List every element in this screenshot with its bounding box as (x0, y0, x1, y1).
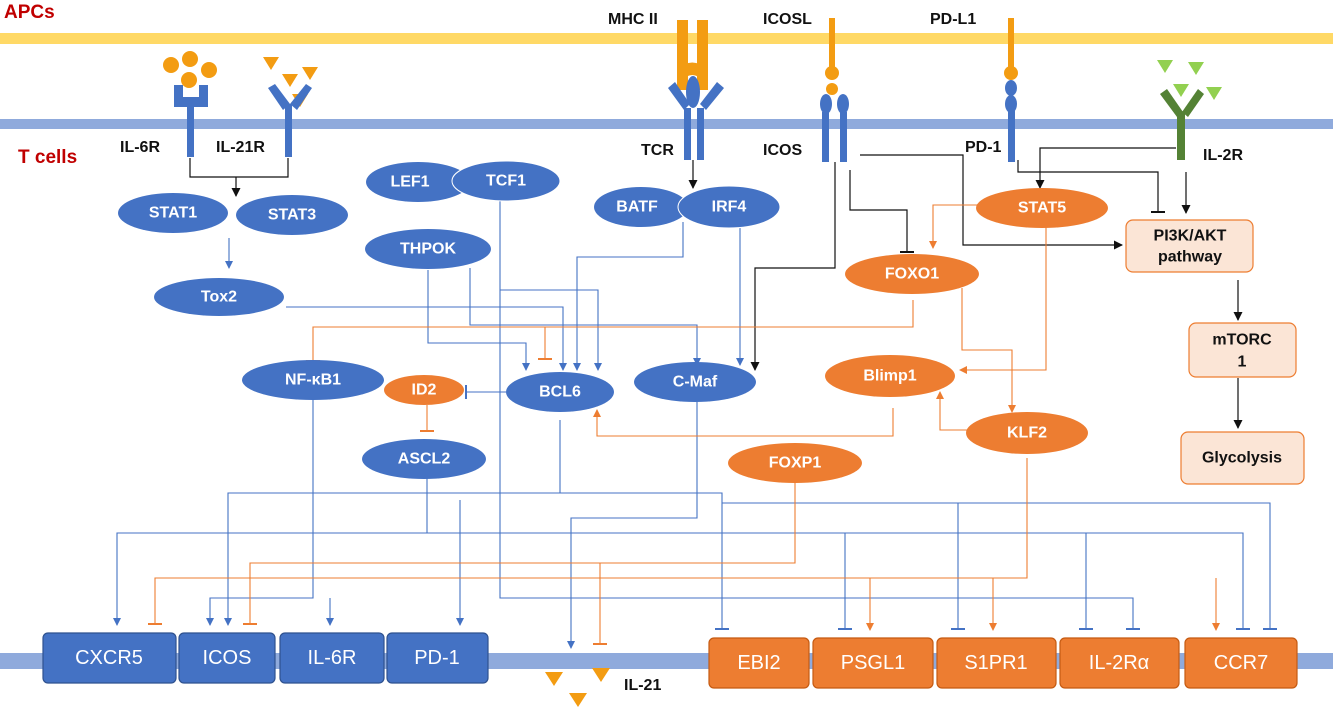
batf-node (594, 187, 688, 227)
tcr-label: TCR (641, 142, 674, 159)
klf2-label: KLF2 (1007, 425, 1047, 442)
tcr-icon (668, 76, 724, 160)
target-pd1 (386, 632, 489, 684)
foxp1-node (728, 443, 862, 483)
pi3k-akt-box (1125, 219, 1254, 273)
target-ccr7-label: CCR7 (1214, 652, 1268, 674)
target-il2ra (1059, 637, 1180, 689)
tcells-label: T cells (18, 147, 77, 168)
stat5-label: STAT5 (1018, 200, 1066, 217)
bcl6-label: BCL6 (539, 384, 581, 401)
thpok-label: THPOK (400, 241, 456, 258)
icos-receptor-icon (820, 94, 849, 162)
tcf1-node (451, 160, 561, 202)
pi3k-line2: pathway (1158, 249, 1222, 266)
glycolysis-label: Glycolysis (1202, 450, 1282, 467)
bcl6-node (506, 372, 614, 412)
cmaf-label: C-Maf (673, 374, 718, 391)
target-cxcr5-label: CXCR5 (75, 647, 143, 669)
il2-ligand-icon (1157, 60, 1222, 100)
thpok-node (365, 229, 491, 269)
cmaf-node (634, 362, 756, 402)
blue-connectors (113, 200, 1277, 649)
tcf1-label: TCF1 (486, 173, 526, 190)
apc-membrane (0, 33, 1333, 44)
stat1-node (118, 193, 228, 233)
il21r-receptor-icon (268, 84, 312, 157)
irf4-label: IRF4 (712, 199, 747, 216)
id2-label: ID2 (412, 382, 437, 399)
irf4-node (677, 185, 781, 229)
klf2-node (966, 412, 1088, 454)
stat5-node (976, 188, 1108, 228)
stat3-label: STAT3 (268, 207, 316, 224)
batf-label: BATF (616, 199, 658, 216)
pi3k-line1: PI3K/AKT (1154, 228, 1227, 245)
orange-connectors (148, 204, 1220, 645)
il6r-receptor-icon (174, 85, 208, 157)
mhc2-label: MHC II (608, 11, 658, 28)
target-psgl1-label: PSGL1 (841, 652, 905, 674)
target-icos (178, 632, 276, 684)
mhc2-icon (677, 20, 708, 90)
il6-ligand-icon (163, 51, 217, 88)
foxo1-node (845, 254, 979, 294)
target-ebi2 (708, 637, 810, 689)
icos-label: ICOS (763, 142, 802, 159)
icosl-label: ICOSL (763, 11, 812, 28)
mtorc1-box (1188, 322, 1297, 378)
pd1-receptor-icon (1005, 80, 1017, 162)
apcs-label: APCs (4, 2, 55, 23)
black-connectors (189, 147, 1243, 429)
pd1-label: PD-1 (965, 139, 1002, 156)
ascl2-node (362, 439, 486, 479)
target-il2ra-label: IL-2Rα (1089, 652, 1149, 674)
il21-ligand-icon (263, 57, 318, 107)
foxp1-label: FOXP1 (769, 455, 822, 472)
lef1-label: LEF1 (390, 174, 429, 191)
pdl1-icon (1004, 18, 1018, 80)
nfkb1-label: NF-κB1 (285, 372, 341, 389)
id2-node (384, 375, 464, 405)
glycolysis-box (1180, 431, 1305, 485)
target-ccr7 (1184, 637, 1298, 689)
il21-secreted-icon (545, 668, 610, 707)
target-pd1-label: PD-1 (414, 647, 460, 669)
target-psgl1 (812, 637, 934, 689)
icosl-icon (825, 18, 839, 95)
blimp1-node (825, 355, 955, 397)
il2r-label: IL-2R (1203, 147, 1243, 164)
target-icos-label: ICOS (203, 647, 252, 669)
mtorc-line1: mTORC (1212, 332, 1272, 349)
il6r-label: IL-6R (120, 139, 160, 156)
il21-secreted-label: IL-21 (624, 677, 661, 694)
target-il6r (279, 632, 385, 684)
stat3-node (236, 195, 348, 235)
il21r-label: IL-21R (216, 139, 265, 156)
tox2-label: Tox2 (201, 289, 237, 306)
target-s1pr1-label: S1PR1 (964, 652, 1027, 674)
il2r-receptor-icon (1160, 89, 1204, 160)
mtorc-line2: 1 (1238, 354, 1247, 371)
tcell-membrane-top (0, 119, 1333, 129)
nfkb1-node (242, 360, 384, 400)
stat1-label: STAT1 (149, 205, 197, 222)
pdl1-label: PD-L1 (930, 11, 976, 28)
target-ebi2-label: EBI2 (737, 652, 780, 674)
tox2-node (154, 278, 284, 316)
lef1-node (366, 162, 470, 202)
blimp1-label: Blimp1 (863, 368, 916, 385)
foxo1-label: FOXO1 (885, 266, 939, 283)
ascl2-label: ASCL2 (398, 451, 451, 468)
target-il6r-label: IL-6R (308, 647, 357, 669)
target-s1pr1 (936, 637, 1057, 689)
target-cxcr5 (42, 632, 177, 684)
